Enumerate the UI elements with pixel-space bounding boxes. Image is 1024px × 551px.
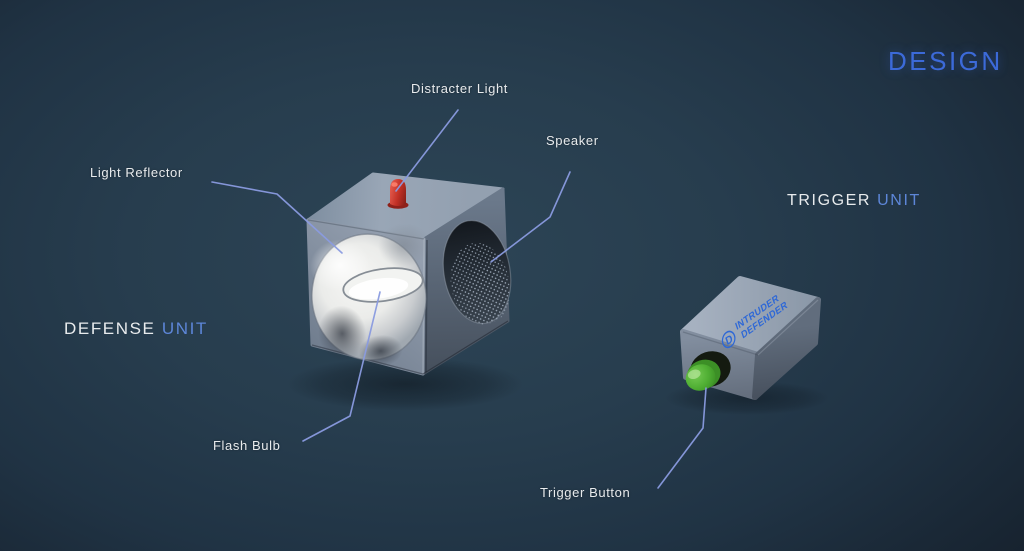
device-logo-letter: D xyxy=(724,332,734,348)
flash-bulb-recess xyxy=(342,267,424,303)
leader-line-speaker xyxy=(490,171,571,263)
cube-edge xyxy=(422,320,509,375)
defense-unit-render xyxy=(306,172,512,376)
trigger-unit-title-accent: UNIT xyxy=(877,192,921,209)
defense-unit-title-accent: UNIT xyxy=(161,319,208,338)
trigger-edge xyxy=(682,331,759,356)
defense-unit-title-main: DEFENSE xyxy=(64,319,156,338)
trigger-button-render xyxy=(685,351,731,391)
label-distracter-light: Distracter Light xyxy=(411,81,509,96)
defense-unit-shadow xyxy=(287,357,523,411)
label-trigger-button: Trigger Button xyxy=(540,485,631,500)
trigger-edge-light xyxy=(757,299,819,356)
leader-line-trigger-button xyxy=(657,387,707,489)
trigger-side-face xyxy=(752,297,821,400)
design-title: DESIGN xyxy=(888,46,1003,76)
trigger-unit-title: TRIGGER UNIT xyxy=(787,192,921,210)
trigger-unit-render: D INTRUDER DEFENDER xyxy=(680,276,821,400)
defense-unit-title: DEFENSE UNIT xyxy=(64,319,208,339)
label-speaker: Speaker xyxy=(546,133,599,148)
leader-line-distracter-light xyxy=(395,109,459,192)
leader-line-light-reflector xyxy=(211,181,343,254)
leader-line-flash-bulb xyxy=(302,291,381,442)
distracter-light-led xyxy=(387,179,409,209)
label-light-reflector: Light Reflector xyxy=(90,165,183,180)
trigger-unit-title-main: TRIGGER xyxy=(787,192,872,209)
speaker-grille xyxy=(442,219,512,325)
label-flash-bulb: Flash Bulb xyxy=(213,438,281,453)
